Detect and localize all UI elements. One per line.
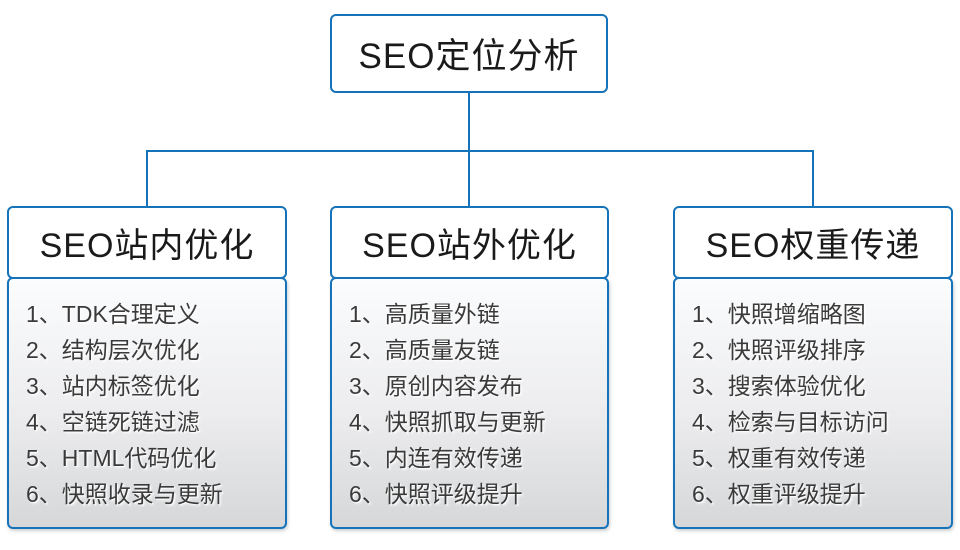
list-item: 5、权重有效传递 — [692, 445, 866, 471]
branch-offsite-optimization: SEO站外优化 1、高质量外链 2、高质量友链 3、原创内容发布 4、快照抓取与… — [330, 206, 609, 529]
branch-offsite-list: 1、高质量外链 2、高质量友链 3、原创内容发布 4、快照抓取与更新 5、内连有… — [332, 279, 607, 512]
branch-onsite-optimization: SEO站内优化 1、TDK合理定义 2、结构层次优化 3、站内标签优化 4、空链… — [7, 206, 287, 529]
list-item: 4、快照抓取与更新 — [349, 409, 546, 435]
list-item: 3、搜索体验优化 — [692, 373, 866, 399]
branch-weight-transfer: SEO权重传递 1、快照增缩略图 2、快照评级排序 3、搜索体验优化 4、检索与… — [673, 206, 953, 529]
branch-offsite-body: 1、高质量外链 2、高质量友链 3、原创内容发布 4、快照抓取与更新 5、内连有… — [330, 277, 609, 529]
branch-offsite-title: SEO站外优化 — [362, 227, 577, 265]
branch-weight-header: SEO权重传递 — [673, 206, 953, 279]
list-item: 5、HTML代码优化 — [26, 445, 217, 471]
branch-offsite-header: SEO站外优化 — [330, 206, 609, 279]
branch-onsite-list: 1、TDK合理定义 2、结构层次优化 3、站内标签优化 4、空链死链过滤 5、H… — [9, 279, 285, 512]
list-item: 3、原创内容发布 — [349, 373, 523, 399]
branch-weight-list: 1、快照增缩略图 2、快照评级排序 3、搜索体验优化 4、检索与目标访问 5、权… — [675, 279, 951, 512]
branch-onsite-body: 1、TDK合理定义 2、结构层次优化 3、站内标签优化 4、空链死链过滤 5、H… — [7, 277, 287, 529]
list-item: 1、高质量外链 — [349, 301, 500, 327]
branch-weight-body: 1、快照增缩略图 2、快照评级排序 3、搜索体验优化 4、检索与目标访问 5、权… — [673, 277, 953, 529]
branch-weight-title: SEO权重传递 — [705, 227, 921, 265]
root-node: SEO定位分析 — [330, 14, 608, 93]
list-item: 4、空链死链过滤 — [26, 409, 200, 435]
list-item: 5、内连有效传递 — [349, 445, 523, 471]
list-item: 1、TDK合理定义 — [26, 301, 200, 327]
connector-left-vertical — [146, 150, 148, 207]
list-item: 2、高质量友链 — [349, 337, 500, 363]
list-item: 1、快照增缩略图 — [692, 301, 866, 327]
list-item: 3、站内标签优化 — [26, 373, 200, 399]
branch-onsite-header: SEO站内优化 — [7, 206, 287, 279]
branch-onsite-title: SEO站内优化 — [39, 227, 255, 265]
list-item: 6、权重评级提升 — [692, 481, 866, 507]
connector-middle-vertical — [468, 150, 470, 207]
list-item: 2、结构层次优化 — [26, 337, 200, 363]
list-item: 4、检索与目标访问 — [692, 409, 889, 435]
list-item: 6、快照评级提升 — [349, 481, 523, 507]
list-item: 6、快照收录与更新 — [26, 481, 223, 507]
connector-right-vertical — [812, 150, 814, 207]
list-item: 2、快照评级排序 — [692, 337, 866, 363]
connector-horizontal — [146, 150, 814, 152]
connector-root-vertical — [468, 93, 470, 151]
root-node-title: SEO定位分析 — [358, 37, 580, 76]
